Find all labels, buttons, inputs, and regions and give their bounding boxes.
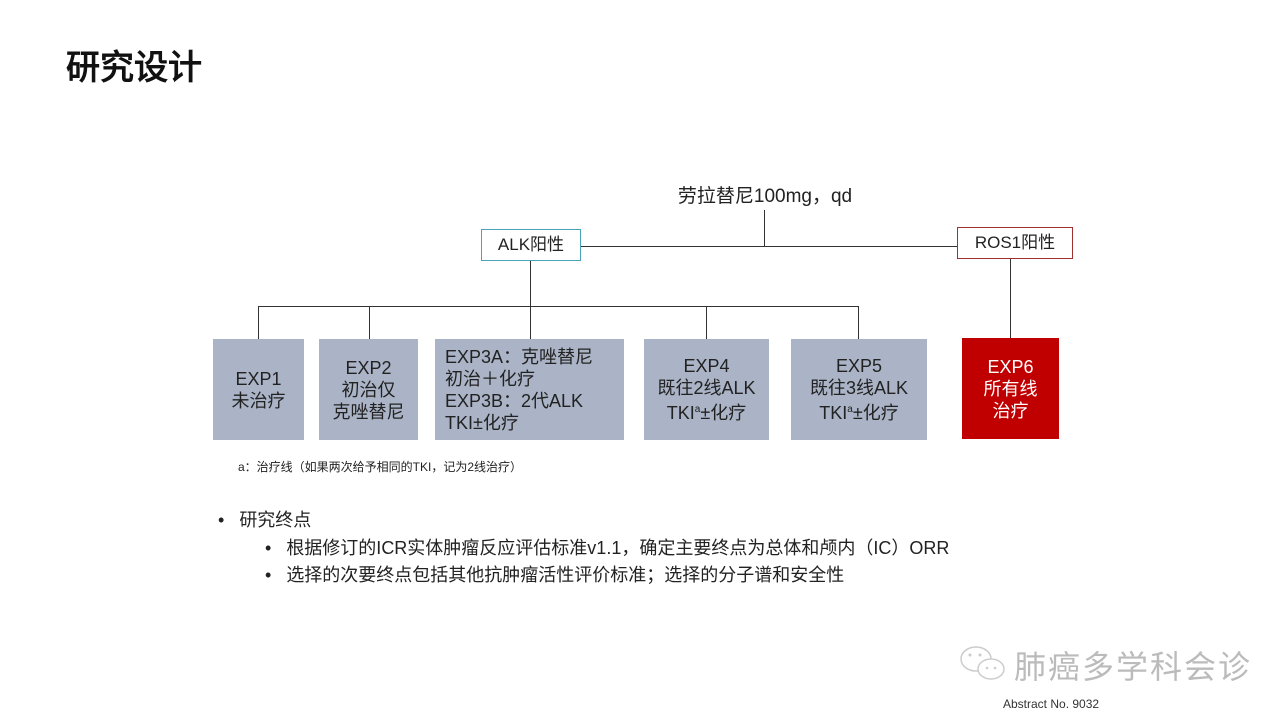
cohort-line: 未治疗: [231, 390, 286, 411]
watermark-text: 肺癌多学科会诊: [1014, 649, 1253, 685]
cohort-text: ±化疗: [852, 403, 899, 423]
connector: [530, 260, 531, 306]
cohort-line: 既往2线ALK: [657, 378, 756, 398]
endpoints-heading: • 研究终点: [218, 510, 312, 530]
page-title: 研究设计: [66, 49, 202, 87]
footnote-marker: a: [847, 404, 853, 415]
cohort-line: 初治＋化疗: [445, 368, 535, 389]
connector: [764, 210, 765, 246]
footnote-marker: a: [694, 404, 701, 415]
connector: [530, 306, 531, 339]
cohort-line: TKIa±化疗: [810, 399, 908, 424]
drug-label: 劳拉替尼100mg，qd: [677, 186, 853, 207]
cohort-text: ±化疗: [700, 403, 747, 423]
cohort-line: 治疗: [992, 400, 1029, 421]
cohort-line: EXP5: [835, 356, 882, 376]
ros1-positive-label: ROS1阳性: [957, 227, 1073, 259]
cohort-line: EXP3A：克唑替尼: [445, 346, 594, 367]
cohort-line: EXP3B：2代ALK: [445, 390, 584, 411]
cohort-line: 所有线: [983, 378, 1038, 399]
connector: [1010, 259, 1011, 338]
endpoint-item: • 选择的次要终点包括其他抗肿瘤活性评价标准；选择的分子谱和安全性: [265, 565, 845, 585]
cohort-line: EXP2: [345, 357, 392, 378]
cohort-line: 初治仅: [341, 379, 396, 400]
connector: [258, 306, 259, 339]
alk-positive-label: ALK阳性: [481, 229, 581, 261]
cohort-line: TKIa±化疗: [657, 399, 755, 424]
endpoints-heading-text: 研究终点: [239, 510, 312, 530]
endpoint-text: 根据修订的ICR实体肿瘤反应评估标准v1.1，确定主要终点为总体和颅内（IC）O…: [286, 538, 950, 558]
watermark: 肺癌多学科会诊: [958, 642, 1252, 688]
endpoint-text: 选择的次要终点包括其他抗肿瘤活性评价标准；选择的分子谱和安全性: [286, 565, 845, 585]
abstract-number: Abstract No. 9032: [1003, 697, 1100, 711]
connector: [369, 306, 370, 339]
cohort-text: TKI: [666, 403, 695, 423]
cohort-line: TKI±化疗: [445, 412, 519, 433]
cohort-text: TKI: [819, 403, 848, 423]
wechat-icon: [960, 646, 1005, 680]
connector: [706, 306, 707, 339]
cohort-line: 克唑替尼: [332, 401, 405, 422]
cohort-line: EXP6: [987, 356, 1034, 377]
cohort-line: 既往3线ALK: [809, 378, 909, 398]
endpoint-item: • 根据修订的ICR实体肿瘤反应评估标准v1.1，确定主要终点为总体和颅内（IC…: [265, 538, 950, 558]
connector: [258, 306, 859, 307]
footnote: a：治疗线（如果两次给予相同的TKI，记为2线治疗）: [238, 460, 523, 474]
connector: [858, 306, 859, 339]
cohort-line: EXP1: [235, 368, 282, 389]
connector: [580, 246, 957, 247]
cohort-line: EXP4: [683, 356, 730, 376]
